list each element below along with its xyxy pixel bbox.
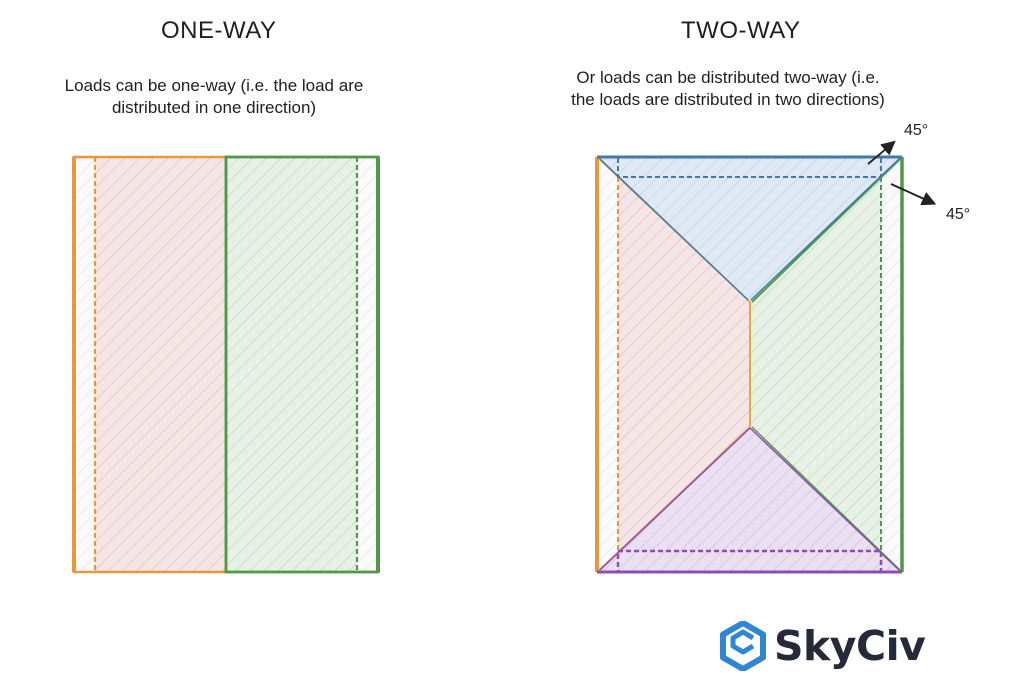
two-way-green-diag-top: [751, 156, 903, 303]
one-way-pink-region: [95, 157, 226, 572]
skyciv-logo-text: SkyCiv: [774, 622, 926, 670]
two-way-description-line2: the loads are distributed in two directi…: [571, 90, 885, 109]
two-way-blue-diag-left: [599, 158, 749, 301]
arrow-top-angle: [867, 140, 896, 165]
angle-label-side: 45°: [946, 206, 971, 223]
one-way-description: Loads can be one-way (i.e. the load are …: [30, 75, 398, 119]
two-way-top-triangle: [597, 157, 902, 302]
two-way-description: Or loads can be distributed two-way (i.e…: [528, 67, 928, 111]
angle-label-top: 45°: [904, 122, 929, 139]
two-way-purple-diag-left: [599, 427, 751, 571]
two-way-blue-diag-right: [750, 158, 900, 301]
two-way-blue-dashed-strip: [617, 156, 882, 178]
arrow-side-angle: [890, 183, 937, 206]
two-way-green-diag-bottom: [751, 426, 903, 573]
two-way-purple-dashed-strip: [616, 549, 883, 574]
two-way-purple-diag-right: [749, 427, 900, 571]
skyciv-logo: SkyCiv: [720, 616, 926, 676]
one-way-title: ONE-WAY: [161, 17, 277, 44]
one-way-description-line1: Loads can be one-way (i.e. the load are: [64, 76, 364, 95]
one-way-left-edge-strip: [74, 157, 95, 572]
one-way-green-region: [226, 157, 357, 572]
one-way-slab: [72, 155, 380, 574]
two-way-title: TWO-WAY: [681, 17, 801, 44]
two-way-slab: [595, 155, 904, 574]
one-way-right-edge-strip: [357, 157, 378, 572]
two-way-description-line1: Or loads can be distributed two-way (i.e…: [576, 68, 880, 87]
one-way-description-line2: distributed in one direction): [111, 98, 317, 117]
skyciv-logo-icon: [720, 621, 766, 671]
two-way-bottom-triangle: [597, 427, 902, 572]
